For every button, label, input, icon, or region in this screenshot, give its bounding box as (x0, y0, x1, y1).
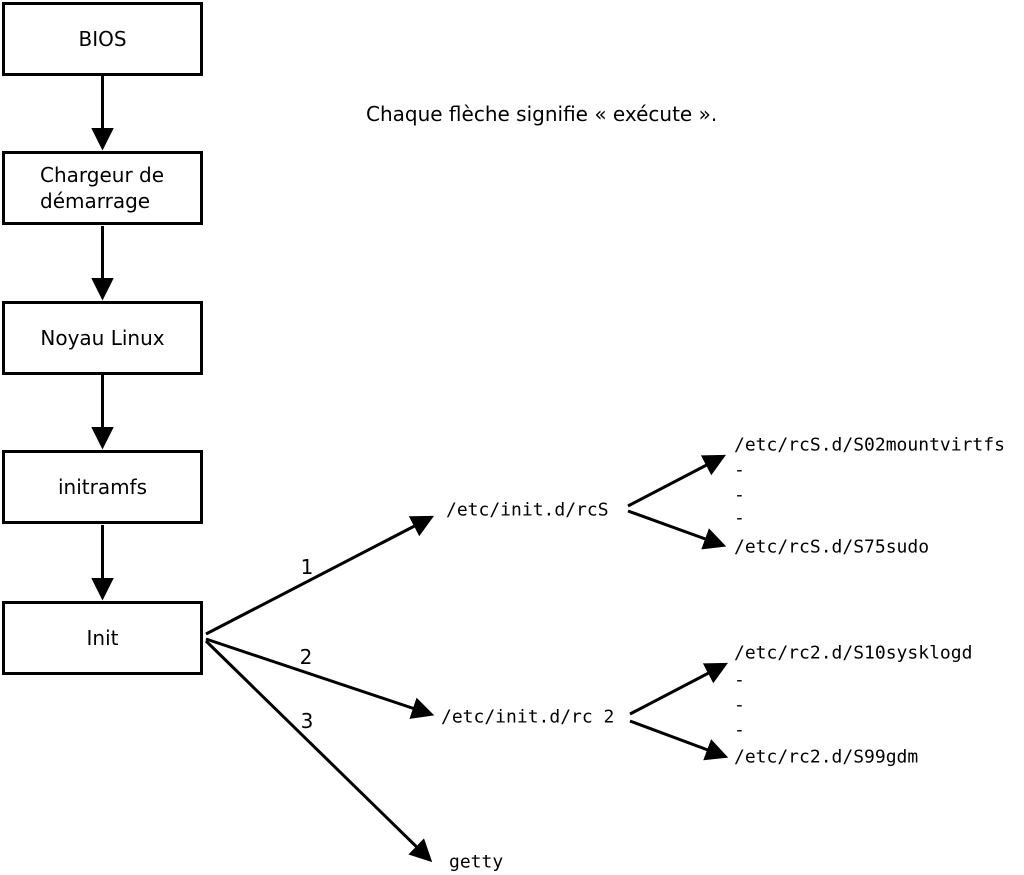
arrow-init-to-rcs (205, 515, 434, 636)
note-text: Chaque flèche signifie « exécute ». (366, 102, 718, 126)
branch-number-3: 3 (300, 709, 314, 733)
node-etc-init-d-rc2: /etc/init.d/rc 2 (441, 706, 615, 728)
leaf-s10sysklogd: /etc/rc2.d/S10sysklogd (734, 642, 973, 664)
rcs-ellipsis-dash-3: - (734, 507, 745, 529)
arrow-rc2-to-s99gdm (629, 719, 729, 761)
box-init: Init (2, 601, 203, 675)
box-init-label: Init (86, 626, 119, 650)
box-noyau-label: Noyau Linux (40, 326, 165, 350)
branch-number-2: 2 (299, 645, 313, 669)
box-bios-label: BIOS (78, 27, 127, 51)
node-getty: getty (449, 851, 504, 873)
rc2-ellipsis-dash-2: - (734, 694, 745, 716)
rc2-ellipsis-dash-1: - (734, 669, 745, 691)
box-chargeur-de-demarrage: Chargeur de démarrage (2, 151, 203, 225)
rcs-ellipsis-dash-1: - (734, 459, 745, 481)
box-chargeur-label: Chargeur de démarrage (40, 163, 165, 213)
leaf-s99gdm: /etc/rc2.d/S99gdm (734, 746, 919, 768)
box-bios: BIOS (2, 2, 203, 76)
box-initramfs: initramfs (2, 450, 203, 524)
arrow-init-to-getty (204, 639, 433, 863)
box-initramfs-label: initramfs (57, 475, 148, 499)
arrow-rcs-to-s02mountvirtfs (627, 454, 726, 508)
arrow-rc2-to-s10sysklogd (629, 662, 728, 716)
branch-number-1: 1 (300, 555, 314, 579)
box-noyau-linux: Noyau Linux (2, 301, 203, 375)
node-etc-init-d-rcs: /etc/init.d/rcS (446, 499, 609, 521)
leaf-s75sudo: /etc/rcS.d/S75sudo (734, 536, 930, 558)
rc2-ellipsis-dash-3: - (734, 719, 745, 741)
arrow-rcs-to-s75sudo (627, 509, 727, 550)
arrow-init-to-rc2 (205, 637, 435, 719)
rcs-ellipsis-dash-2: - (734, 484, 745, 506)
leaf-s02mountvirtfs: /etc/rcS.d/S02mountvirtfs (734, 434, 1005, 456)
